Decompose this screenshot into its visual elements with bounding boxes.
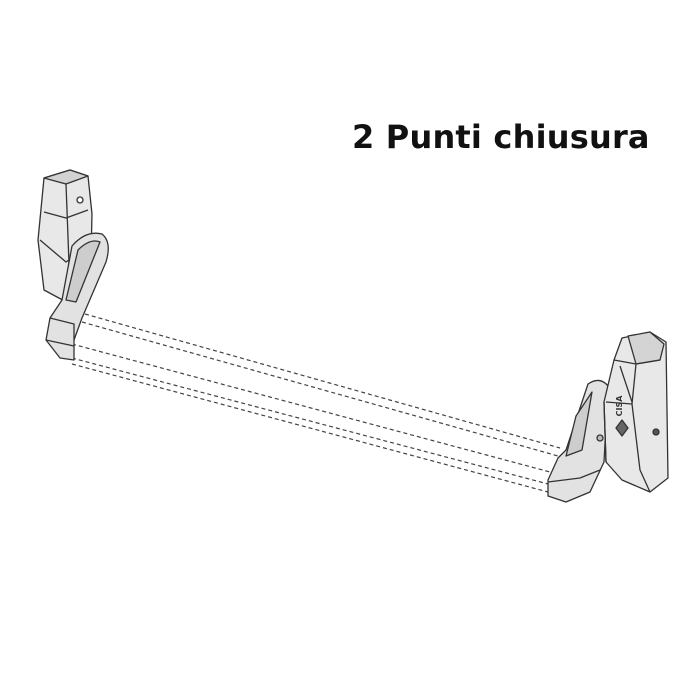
svg-text:CISA: CISA <box>615 395 624 417</box>
right-end-housing: CISA <box>603 331 669 493</box>
push-bar-dashed-outline <box>71 313 561 493</box>
cisa-logo: CISA <box>615 395 629 437</box>
right-lever <box>547 379 609 503</box>
left-lever <box>45 232 109 361</box>
title-2-punti-chiusura: 2 Punti chiusura <box>352 118 650 156</box>
